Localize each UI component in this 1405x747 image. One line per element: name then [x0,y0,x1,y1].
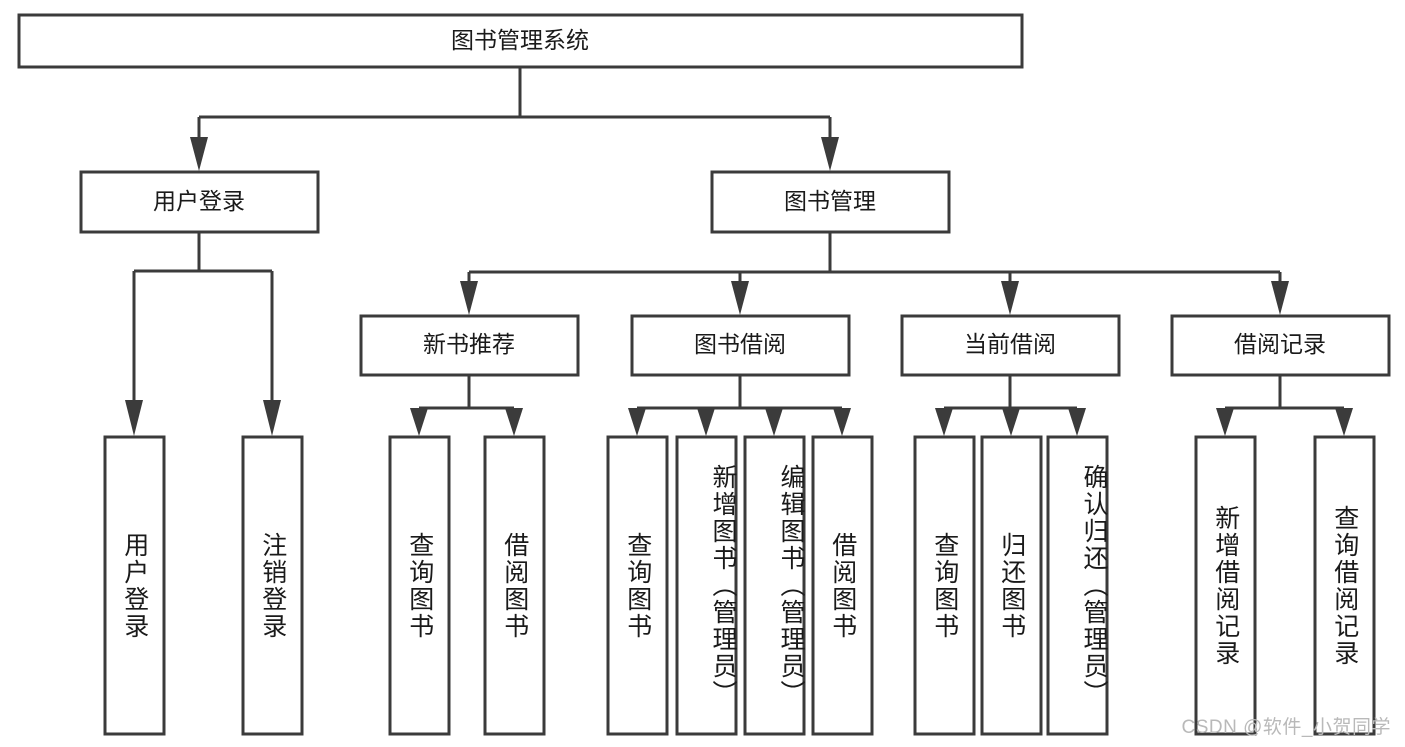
arrowhead-leaf-borrow-book-2 [833,408,851,436]
book-borrow-label: 图书借阅 [694,331,786,357]
node-book-management[interactable]: 图书管理 [710,170,951,234]
leaf-query-record-box[interactable] [1313,435,1376,736]
leaf-query-book-1-box[interactable] [388,435,451,736]
arrowhead-leaf-query-record [1335,408,1353,436]
leaf-return-book-box[interactable] [980,435,1043,736]
new-book-recommend-box[interactable] [359,314,580,377]
new-book-recommend-label: 新书推荐 [423,331,515,357]
arrowhead-leaf-query-book-1 [410,408,428,436]
book-borrow-box[interactable] [630,314,851,377]
arrowhead-leaf-confirm-return [1068,408,1086,436]
node-new-book-recommend[interactable]: 新书推荐 [359,314,580,377]
arrowhead-leaf-borrow-book-1 [505,408,523,436]
arrowhead-user-login [190,137,208,171]
user-login-label: 用户登录 [153,188,245,214]
arrowhead-leaf-query-book-2 [628,408,646,436]
leaf-add-book-box[interactable] [675,435,738,736]
node-root[interactable]: 图书管理系统 [17,13,1024,69]
leaf-box-layer [103,435,1376,736]
watermark-text: CSDN @软件_小贺同学 [1181,717,1391,738]
arrowhead-leaf-add-record [1216,408,1234,436]
arrowhead-new-book-recommend [460,281,478,315]
leaf-confirm-return-box[interactable] [1046,435,1109,736]
arrowhead-book-management [821,137,839,171]
arrowhead-leaf-user-login [125,400,143,436]
arrowhead-current-borrow [1001,281,1019,315]
arrowhead-book-borrow [731,281,749,315]
leaf-borrow-book-2-box[interactable] [811,435,874,736]
arrowhead-borrow-record [1271,281,1289,315]
connector-layer [125,67,1353,436]
arrowhead-leaf-query-book-3 [935,408,953,436]
leaf-query-book-3-box[interactable] [913,435,976,736]
root-label: 图书管理系统 [451,27,589,53]
node-current-borrow[interactable]: 当前借阅 [900,314,1121,377]
arrowhead-leaf-return-book [1002,408,1020,436]
node-user-login[interactable]: 用户登录 [79,170,320,234]
leaf-borrow-book-1-box[interactable] [483,435,546,736]
borrow-record-box[interactable] [1170,314,1391,377]
book-management-label: 图书管理 [784,188,876,214]
book-management-box[interactable] [710,170,951,234]
root-box[interactable] [17,13,1024,69]
leaf-query-book-2-box[interactable] [606,435,669,736]
leaf-logout-login-box[interactable] [241,435,304,736]
leaf-add-record-box[interactable] [1194,435,1257,736]
user-login-box[interactable] [79,170,320,234]
node-borrow-record[interactable]: 借阅记录 [1170,314,1391,377]
current-borrow-label: 当前借阅 [964,331,1056,357]
node-book-borrow[interactable]: 图书借阅 [630,314,851,377]
arrowhead-leaf-edit-book [765,408,783,436]
borrow-record-label: 借阅记录 [1234,331,1326,357]
arrowhead-leaf-logout-login [263,400,281,436]
leaf-user-login-box[interactable] [103,435,166,736]
leaf-edit-book-box[interactable] [743,435,806,736]
arrowhead-leaf-add-book [697,408,715,436]
current-borrow-box[interactable] [900,314,1121,377]
